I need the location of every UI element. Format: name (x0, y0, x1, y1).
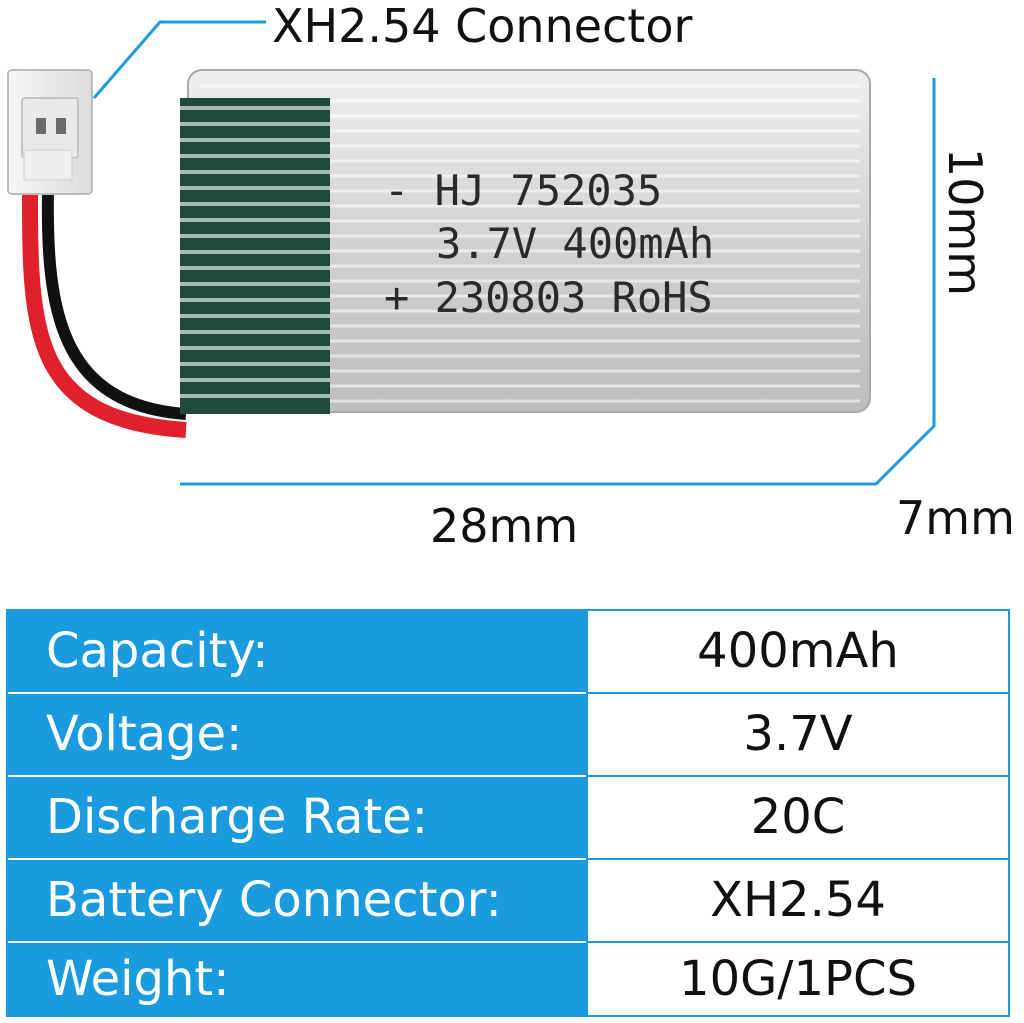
spec-key: Voltage: (8, 694, 586, 775)
row-divider-key (8, 775, 586, 777)
battery-diagram: - HJ 752035 3.7V 400mAh + 230803 RoHS (7, 20, 936, 486)
product-illustration: - HJ 752035 3.7V 400mAh + 230803 RoHS XH… (7, 0, 1015, 553)
spec-value: XH2.54 (588, 860, 1008, 941)
battery-print-line1: - HJ 752035 (384, 166, 662, 215)
red-wire (22, 189, 187, 438)
spec-row-weight: Weight: 10G/1PCS (8, 943, 1008, 1015)
connector-label: XH2.54 Connector (272, 0, 693, 53)
row-divider-key (8, 858, 586, 860)
battery-print-line3: + 230803 RoHS (384, 273, 713, 322)
spec-row-connector: Battery Connector: XH2.54 (8, 860, 1008, 941)
length-label: 28mm (430, 499, 579, 553)
spec-row-discharge: Discharge Rate: 20C (8, 777, 1008, 858)
depth-label: 7mm (896, 491, 1015, 545)
spec-value: 3.7V (588, 694, 1008, 775)
wrap-stripes (180, 106, 330, 398)
black-wire (41, 189, 187, 420)
column-divider (586, 611, 588, 1015)
spec-row-voltage: Voltage: 3.7V (8, 694, 1008, 775)
height-label: 10mm (938, 147, 992, 297)
spec-value: 10G/1PCS (588, 943, 1008, 1015)
spec-value: 400mAh (588, 611, 1008, 692)
spec-row-capacity: Capacity: 400mAh (8, 611, 1008, 692)
xh254-connector (7, 69, 93, 195)
spec-key: Discharge Rate: (8, 777, 586, 858)
spec-key: Battery Connector: (8, 860, 586, 941)
battery-cell: - HJ 752035 3.7V 400mAh + 230803 RoHS (180, 69, 871, 414)
row-divider-key (8, 692, 586, 694)
battery-print-line2: 3.7V 400mAh (436, 219, 714, 268)
spec-key: Weight: (8, 943, 586, 1015)
connector-leader-line (92, 20, 266, 99)
row-divider-key (8, 941, 586, 943)
dimension-lines (180, 78, 936, 486)
green-wrap (180, 98, 330, 414)
spec-value: 20C (588, 777, 1008, 858)
spec-key: Capacity: (8, 611, 586, 692)
spec-table: Capacity: 400mAh Voltage: 3.7V Discharge… (6, 609, 1010, 1017)
